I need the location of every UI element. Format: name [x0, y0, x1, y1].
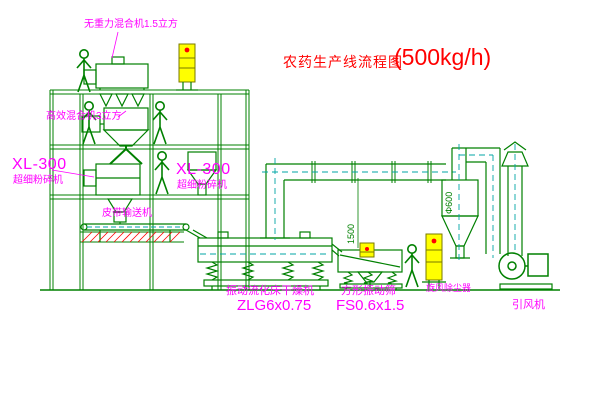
label-belt-conveyor: 皮带输送机 [102, 208, 152, 219]
person-figure-4 [154, 151, 170, 195]
label-mill-mid-model: XL-300 [176, 161, 231, 178]
belt-conveyor [80, 223, 208, 242]
label-sieve-name: 方形振动筛 [341, 285, 396, 297]
gravity-free-mixer [83, 56, 149, 108]
pulverizer-left [83, 163, 141, 224]
pulverizer-mid [186, 151, 218, 196]
structure-frame [49, 89, 250, 290]
exhaust-stack [501, 141, 529, 256]
label-mill-mid-name: 超细粉碎机 [177, 180, 227, 191]
exhaust-duct [260, 158, 456, 240]
dimension-text-1500: 1500 [346, 224, 356, 244]
person-figure-2 [81, 101, 97, 145]
control-box-sieve [359, 242, 375, 258]
label-gravity-free-mixer: 无重力混合机1.5立方 [84, 19, 178, 30]
person-figure-1 [76, 48, 92, 93]
label-fan-name: 引风机 [512, 299, 545, 311]
label-high-efficiency-mixer: 高效混合机3立方 [46, 111, 122, 122]
person-figure-5 [404, 244, 420, 288]
drawing-title: 农药生产线流程图 [283, 54, 403, 70]
label-dryer-model: ZLG6x0.75 [237, 297, 312, 314]
label-mill-left-model: XL-300 [12, 156, 67, 173]
pit-hatching [80, 231, 184, 243]
cyclone-separator: Φ600 [441, 144, 501, 262]
label-cyclone-name: 旋风除尘器 [426, 283, 472, 293]
control-cabinet-ground [422, 233, 446, 289]
induced-draft-fan [498, 252, 553, 290]
dimension-text-600: Φ600 [444, 192, 454, 214]
label-leader-lines [51, 31, 127, 178]
control-cabinet-top [176, 43, 198, 91]
person-figure-3 [152, 101, 168, 145]
label-dryer-name: 振动流化床干燥机 [226, 285, 314, 297]
label-mill-left-name: 超细粉碎机 [13, 175, 63, 186]
dimension-sieve-height: 1500 [346, 178, 359, 248]
drawing-title-capacity: (500kg/h) [394, 44, 492, 70]
label-sieve-model: FS0.6x1.5 [336, 297, 405, 314]
